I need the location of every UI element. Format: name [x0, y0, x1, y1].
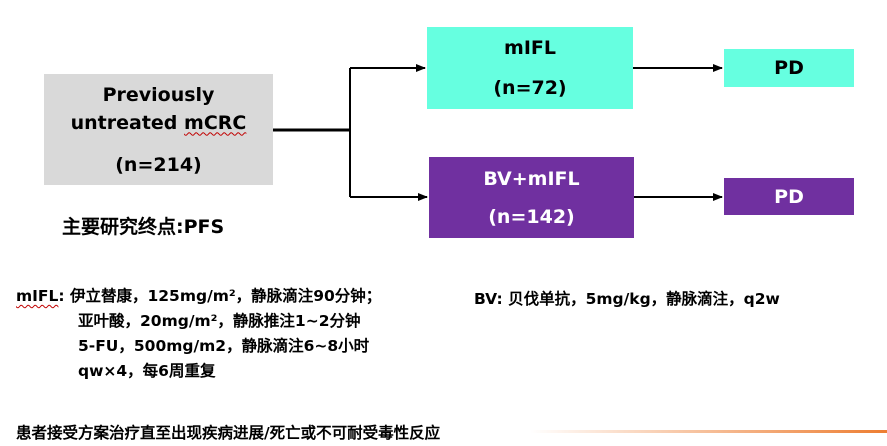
mifl-regimen-line2: 亚叶酸，20mg/m²，静脉推注1~2分钟 — [78, 312, 361, 330]
mifl-regimen-notes: mIFL: 伊立替康，125mg/m²，静脉滴注90分钟； 亚叶酸，20mg/m… — [16, 284, 381, 384]
arm-mifl-box: mIFL (n=72) — [427, 27, 633, 109]
mifl-regimen-line1-text: : 伊立替康，125mg/m²，静脉滴注90分钟； — [58, 287, 382, 305]
population-line1: Previously — [102, 83, 215, 106]
population-line2-b: mCRC — [184, 111, 247, 134]
outcome-pd-mifl: PD — [724, 49, 854, 87]
accent-rule — [530, 430, 887, 433]
outcome-pd-mifl-label: PD — [774, 57, 804, 79]
arm-mifl-label: mIFL — [504, 37, 556, 59]
outcome-pd-bv-mifl-label: PD — [774, 185, 804, 208]
mifl-regimen-line1: mIFL: 伊立替康，125mg/m²，静脉滴注90分钟； — [16, 284, 381, 309]
mifl-regimen-line4: qw×4，每6周重复 — [78, 362, 216, 380]
population-count: (n=214) — [115, 153, 202, 176]
treatment-duration-note: 患者接受方案治疗直至出现疾病进展/死亡或不可耐受毒性反应 — [16, 424, 441, 442]
mifl-regimen-line3: 5-FU，500mg/m2，静脉滴注6~8小时 — [78, 337, 370, 355]
arm-bv-mifl-box: BV+mIFL (n=142) — [429, 157, 634, 238]
primary-endpoint: 主要研究终点:PFS — [62, 216, 225, 238]
population-line2: untreated mCRC — [71, 109, 247, 137]
arm-bv-mifl-count: (n=142) — [488, 205, 575, 228]
outcome-pd-bv-mifl: PD — [724, 178, 854, 215]
arm-mifl-count: (n=72) — [493, 77, 567, 99]
arm-bv-mifl-label: BV+mIFL — [483, 167, 580, 190]
population-line2-a: untreated — [70, 111, 185, 134]
bv-regimen-note: BV: 贝伐单抗，5mg/kg，静脉滴注，q2w — [474, 290, 780, 308]
mifl-regimen-name: mIFL — [16, 287, 59, 305]
population-box: Previously untreated mCRC (n=214) — [44, 74, 273, 185]
